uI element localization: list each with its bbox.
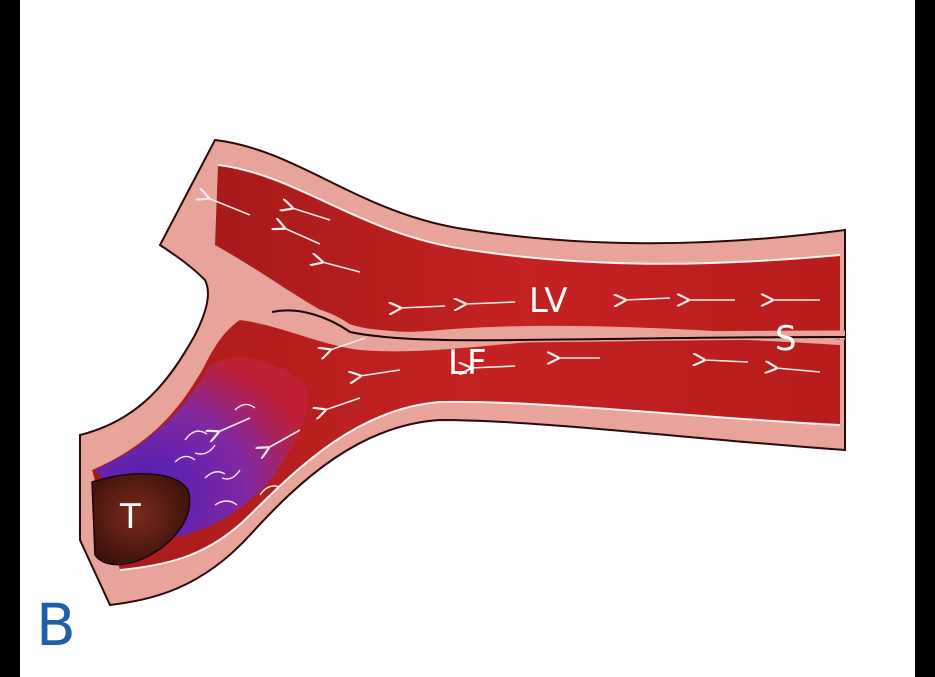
label-lf: LF: [448, 346, 487, 380]
panel-letter: B: [36, 596, 76, 654]
label-s: S: [775, 322, 797, 356]
label-t: T: [120, 500, 141, 534]
label-lv: LV: [529, 284, 567, 318]
